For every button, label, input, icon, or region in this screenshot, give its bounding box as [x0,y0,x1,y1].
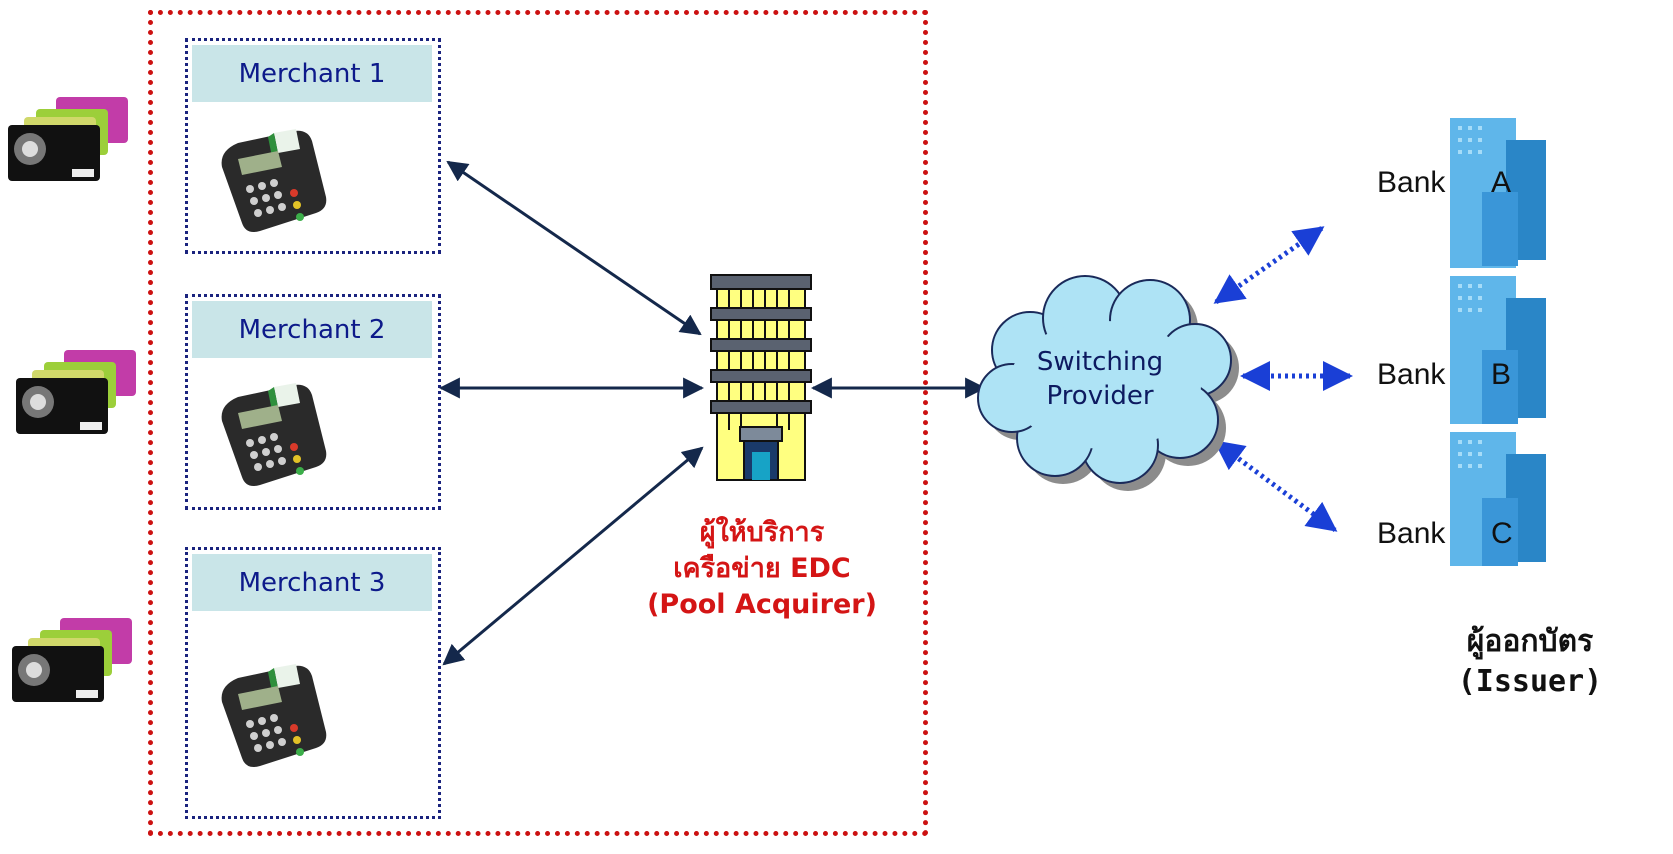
merchant-title-2: Merchant 2 [192,301,432,358]
arrow-switching-bank-a [1213,225,1325,305]
credit-cards-icon [16,350,136,434]
bank-c-letter: C [1491,517,1513,550]
bank-c-word: Bank [1377,517,1446,550]
merchant-box-2: Merchant 2 [185,294,441,510]
edc-terminal-icon [221,129,327,232]
merchant-title-1: Merchant 1 [192,45,432,102]
credit-cards-icon [8,97,128,181]
switching-label-line2: Provider [1046,381,1154,411]
bank-a-letter: A [1491,166,1512,199]
arrow-merchant1-acquirer [446,160,702,336]
acquirer-label: ผู้ให้บริการ เครือข่าย EDC (Pool Acquire… [612,515,912,623]
issuer-label: ผู้ออกบัตร (Issuer) [1380,622,1673,702]
bank-b-word: Bank [1377,358,1446,391]
merchant-title-3: Merchant 3 [192,554,432,611]
switching-cloud-icon [977,275,1239,491]
bank-b-building-icon [1450,276,1546,424]
arrow-switching-bank-c [1213,439,1338,533]
issuer-label-line1: ผู้ออกบัตร [1466,624,1594,659]
acquirer-label-line3: (Pool Acquirer) [647,589,877,620]
acquirer-label-line2: เครือข่าย EDC [673,553,851,584]
issuer-label-line2: (Issuer) [1457,664,1603,699]
credit-cards-icon [12,618,132,702]
bank-c-building-icon [1450,432,1546,566]
bank-b-letter: B [1491,358,1512,391]
edc-terminal-icon [221,383,327,486]
pool-acquirer-boundary [148,10,928,836]
acquirer-label-line1: ผู้ให้บริการ [699,517,825,548]
arrow-merchant3-acquirer [442,446,704,666]
switching-label-line1: Switching [1036,347,1164,377]
acquirer-building-icon [710,274,812,481]
edc-terminal-icon [221,664,327,767]
switching-provider-label: Switching Provider [1000,345,1200,413]
merchant-box-3: Merchant 3 [185,547,441,819]
merchant-box-1: Merchant 1 [185,38,441,254]
bank-a-word: Bank [1377,166,1446,199]
bank-a-building-icon [1450,118,1546,268]
